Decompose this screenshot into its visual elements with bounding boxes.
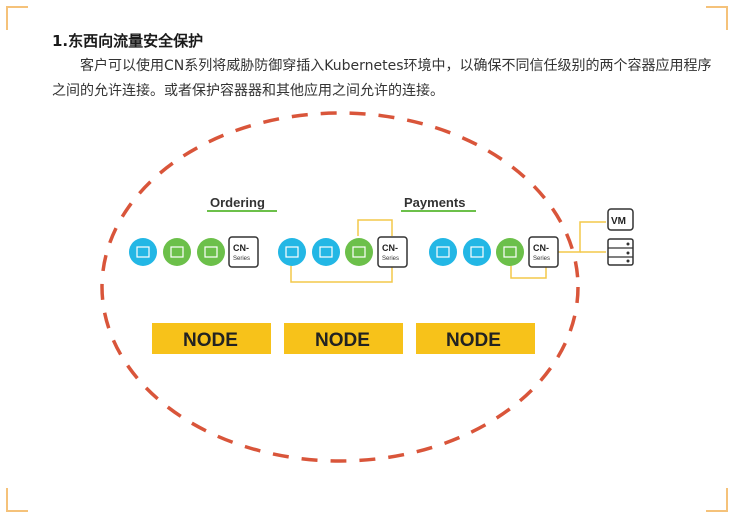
node-box-3 (416, 323, 535, 354)
pod-glyph (352, 246, 366, 258)
server-led (626, 242, 630, 246)
node-3-pods: CN- Series (429, 236, 559, 268)
corner-bracket-bottom-left (6, 510, 28, 512)
pod-icon (312, 238, 340, 266)
node-label-1: NODE (183, 330, 238, 351)
pod-glyph (470, 246, 484, 258)
corner-bracket-top-left (6, 6, 28, 8)
pod-glyph (136, 246, 150, 258)
traffic-connectors (290, 219, 606, 283)
cn-series-icon (377, 236, 408, 268)
cluster-boundary-ring (100, 111, 580, 463)
corner-bracket-bottom-left-vertical (6, 488, 8, 512)
pod-glyph (503, 246, 517, 258)
pod-glyph (285, 246, 299, 258)
pod-icon (429, 238, 457, 266)
pod-icon (463, 238, 491, 266)
corner-bracket-top-left-vertical (6, 6, 8, 30)
connector-node3-out (558, 221, 606, 253)
pod-glyph (204, 246, 218, 258)
cn-series-icon (228, 236, 259, 268)
pod-icon (129, 238, 157, 266)
connector-node3-loop (510, 265, 547, 279)
cn-series-label: CN- (533, 243, 549, 253)
vm-label: VM (611, 216, 626, 227)
server-led (626, 251, 630, 255)
cn-series-icon (528, 236, 559, 268)
node-2-pods: CN- Series (278, 236, 408, 268)
group-label-ordering: Ordering (210, 195, 265, 210)
cn-series-sublabel: Series (533, 256, 550, 262)
corner-bracket-bottom-right (706, 510, 728, 512)
corner-bracket-top-right (706, 6, 728, 8)
section-paragraph: 客户可以使用CN系列将威胁防御穿插入Kubernetes环境中，以确保不同信任级… (52, 58, 712, 99)
pod-icon (496, 238, 524, 266)
node-box-2 (284, 323, 403, 354)
pod-icon (278, 238, 306, 266)
cn-series-label: CN- (382, 243, 398, 253)
section-heading: 1.东西向流量安全保护 (52, 32, 204, 50)
server-rack-icon (607, 238, 634, 266)
vm-icon (607, 208, 634, 231)
cn-series-sublabel: Series (382, 256, 399, 262)
node-label-2: NODE (315, 330, 370, 351)
pod-icon (197, 238, 225, 266)
corner-bracket-bottom-right-vertical (726, 488, 728, 512)
cn-series-label: CN- (233, 243, 249, 253)
node-label-3: NODE (446, 330, 501, 351)
pod-glyph (319, 246, 333, 258)
connector-node2-loop (290, 265, 393, 283)
external-endpoints: VM (607, 208, 634, 266)
connector-node2-top (357, 219, 393, 236)
node-box-1 (152, 323, 271, 354)
group-label-payments: Payments (404, 195, 465, 210)
cn-series-sublabel: Series (233, 256, 250, 262)
pod-icon (163, 238, 191, 266)
pod-glyph (170, 246, 184, 258)
pod-glyph (436, 246, 450, 258)
corner-bracket-top-right-vertical (726, 6, 728, 30)
pod-icon (345, 238, 373, 266)
node-1-pods: CN- Series (129, 236, 259, 268)
server-led (626, 259, 630, 263)
